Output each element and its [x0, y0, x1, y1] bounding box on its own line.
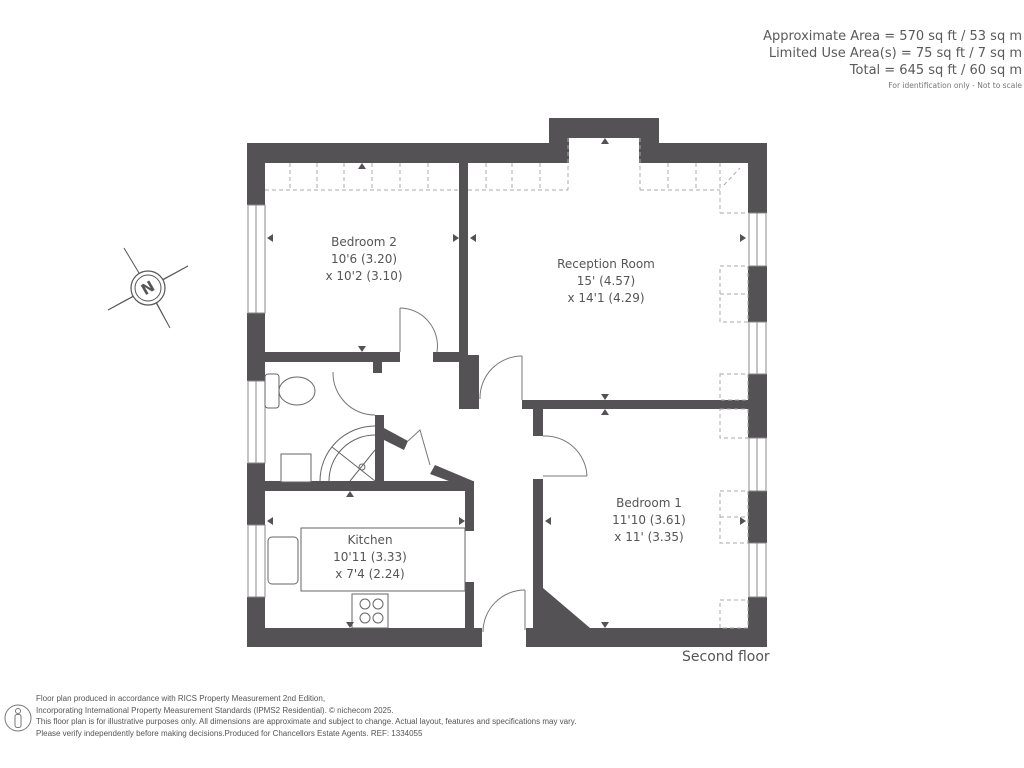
fixtures — [264, 373, 466, 629]
room-name: Bedroom 1 — [616, 496, 682, 510]
floor-label: Second floor — [682, 649, 770, 665]
room-name: Reception Room — [557, 257, 655, 271]
toilet-cistern — [264, 373, 280, 409]
limited-use-area: Limited Use Area(s) = 75 sq ft / 7 sq m — [768, 46, 1022, 61]
person-scale-icon — [4, 704, 32, 732]
room-dimension: 10'11 (3.33) — [333, 550, 407, 564]
room-dimension: 15' (4.57) — [576, 274, 636, 288]
room-reception: Reception Room 15' (4.57) x 14'1 (4.29) — [557, 256, 655, 307]
footer-line: Incorporating International Property Mea… — [36, 705, 394, 715]
hob-icon — [351, 593, 389, 629]
sink-icon — [267, 536, 299, 585]
room-dimension: 10'6 (3.20) — [330, 252, 398, 266]
north-compass-icon: N — [107, 247, 189, 329]
walls — [247, 118, 767, 647]
room-bedroom-2: Bedroom 2 10'6 (3.20) x 10'2 (3.10) — [325, 234, 402, 285]
room-dimension: x 14'1 (4.29) — [567, 291, 645, 305]
footer-line: Floor plan produced in accordance with R… — [36, 694, 326, 703]
room-bedroom-1: Bedroom 1 11'10 (3.61) x 11' (3.35) — [612, 495, 686, 546]
footer-line: Please verify independently before makin… — [36, 728, 423, 738]
kitchen-worktop — [300, 527, 466, 592]
scale-note: For identification only - Not to scale — [888, 81, 1022, 90]
toilet-icon — [278, 376, 316, 406]
room-kitchen: Kitchen 10'11 (3.33) x 7'4 (2.24) — [333, 532, 407, 583]
approximate-area: Approximate Area = 570 sq ft / 53 sq m — [763, 29, 1022, 44]
limited-use-zones — [265, 138, 749, 629]
windows — [247, 204, 767, 598]
dimension-arrows — [267, 138, 746, 628]
area-summary: Approximate Area = 570 sq ft / 53 sq m L… — [622, 28, 1024, 93]
room-dimension: 11'10 (3.61) — [612, 513, 686, 527]
footer-disclaimer: Floor plan produced in accordance with R… — [36, 693, 576, 739]
basin-icon — [280, 453, 312, 483]
footer-line: This floor plan is for illustrative purp… — [36, 717, 577, 726]
room-dimension: x 7'4 (2.24) — [335, 567, 405, 581]
room-name: Bedroom 2 — [331, 235, 397, 249]
room-dimension: x 10'2 (3.10) — [325, 269, 403, 283]
room-name: Kitchen — [347, 533, 393, 547]
total-area: Total = 645 sq ft / 60 sq m — [849, 63, 1022, 78]
room-dimension: x 11' (3.35) — [614, 530, 684, 544]
